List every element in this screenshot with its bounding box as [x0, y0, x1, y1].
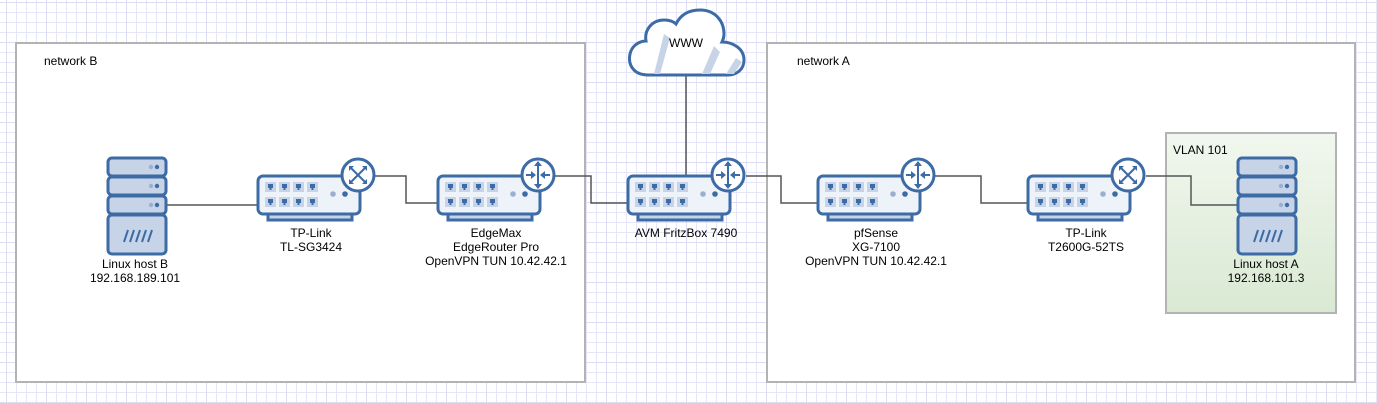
status-led [342, 191, 348, 197]
status-led [890, 191, 896, 197]
cloud-icon[interactable] [626, 8, 748, 80]
group-vlan-101-label: VLAN 101 [1173, 143, 1228, 157]
switch-arrows-icon [1110, 157, 1146, 193]
switch-arrows-icon [340, 157, 376, 193]
tplink-a-switch-icon[interactable] [1026, 156, 1148, 222]
pfsense-brand: pfSense [853, 226, 899, 240]
router-arrows-icon [900, 157, 936, 193]
status-led [522, 191, 528, 197]
pfsense-label: pfSense XG-7100 OpenVPN TUN 10.42.42.1 [805, 226, 947, 268]
pfsense-vpn: OpenVPN TUN 10.42.42.1 [805, 254, 947, 268]
tplink-b-label: TP-Link TL-SG3424 [280, 226, 342, 254]
fritzbox-label: AVM FritzBox 7490 [635, 226, 737, 240]
pfsense-router-icon[interactable] [816, 156, 938, 222]
edgemax-model: EdgeRouter Pro [452, 240, 540, 254]
tplink-b-model: TL-SG3424 [279, 240, 343, 254]
pfsense-model: XG-7100 [851, 240, 901, 254]
edgemax-vpn: OpenVPN TUN 10.42.42.1 [425, 254, 567, 268]
linux-host-a-server-icon[interactable] [1236, 156, 1298, 256]
tplink-b-brand: TP-Link [290, 226, 332, 240]
router-arrows-icon [520, 157, 556, 193]
tplink-a-brand: TP-Link [1065, 226, 1107, 240]
status-led [712, 191, 718, 197]
linux-host-b-server-icon[interactable] [106, 156, 168, 256]
router-arrows-icon [710, 157, 746, 193]
linux-host-b-ip: 192.168.189.101 [89, 271, 181, 285]
status-led [1112, 191, 1118, 197]
edgemax-router-icon[interactable] [436, 156, 558, 222]
tplink-a-label: TP-Link T2600G-52TS [1048, 226, 1124, 254]
link-tplink-a-linux-a [1146, 175, 1238, 206]
linux-host-a-ip: 192.168.101.3 [1227, 271, 1305, 285]
link-pfsense-tplink-a [935, 175, 1028, 204]
status-led [902, 191, 908, 197]
tplink-a-model: T2600G-52TS [1047, 240, 1125, 254]
group-network-b-label: network B [44, 54, 98, 68]
link-tplink-b-edgemax [375, 175, 438, 204]
edgemax-brand: EdgeMax [470, 226, 522, 240]
link-fritzbox-pfsense [746, 175, 818, 204]
link-edgemax-fritzbox [555, 175, 628, 204]
status-led [510, 191, 516, 197]
status-led [1100, 191, 1106, 197]
status-led [700, 191, 706, 197]
linux-host-b-label: Linux host B 192.168.189.101 [90, 257, 180, 285]
linux-host-a-name: Linux host A [1233, 257, 1299, 271]
cloud-label: WWW [669, 36, 703, 50]
fritzbox-router-icon[interactable] [626, 156, 748, 222]
group-network-a-label: network A [797, 54, 850, 68]
edgemax-label: EdgeMax EdgeRouter Pro OpenVPN TUN 10.42… [425, 226, 567, 268]
fritzbox-name: AVM FritzBox 7490 [634, 226, 738, 240]
linux-host-b-name: Linux host B [101, 257, 169, 271]
tplink-b-switch-icon[interactable] [256, 156, 378, 222]
status-led [330, 191, 336, 197]
linux-host-a-label: Linux host A 192.168.101.3 [1228, 257, 1305, 285]
